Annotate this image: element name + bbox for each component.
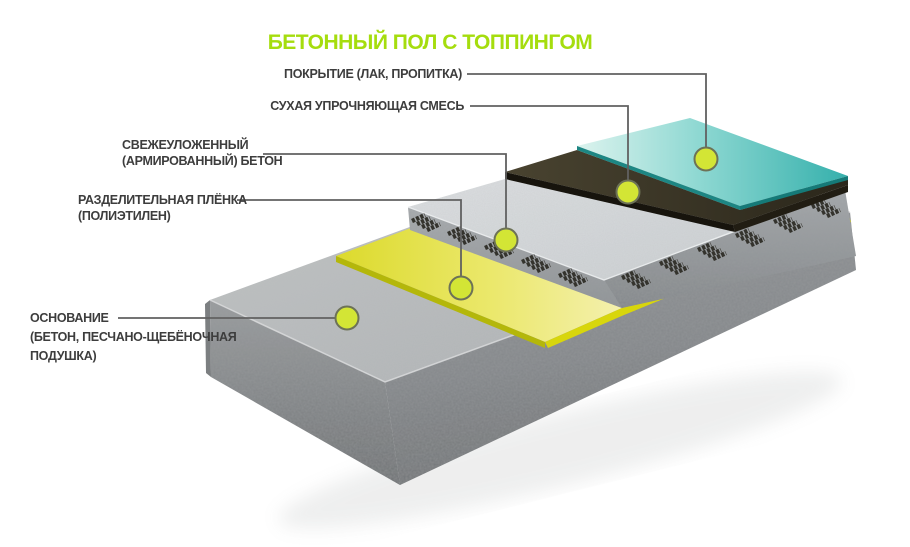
label-base-line3: ПОДУШКА) — [30, 349, 96, 363]
label-separating-film-line2: (ПОЛИЭТИЛЕН) — [78, 209, 171, 223]
coating-front-right-edge — [740, 176, 848, 210]
topping-top-face — [505, 150, 848, 225]
callout-line-dry-topping — [470, 105, 629, 180]
base-left-sliver-face — [205, 300, 211, 377]
label-fresh-concrete-line2: (АРМИРОВАННЫЙ) БЕТОН — [122, 153, 283, 168]
page-title: БЕТОННЫЙ ПОЛ С ТОППИНГОМ — [268, 30, 593, 54]
slab-front-right-face — [604, 190, 856, 308]
label-dry-topping: СУХАЯ УПРОЧНЯЮЩАЯ СМЕСЬ — [270, 99, 464, 113]
coating-front-left-edge — [577, 146, 740, 210]
callout-line-separating-film — [237, 199, 462, 276]
marker-separating-film — [448, 275, 474, 301]
label-coating: ПОКРЫТИЕ (ЛАК, ПРОПИТКА) — [284, 67, 462, 81]
ground-shadow — [278, 371, 842, 529]
topping-front-right-edge — [733, 185, 848, 232]
label-fresh-concrete-line1: СВЕЖЕУЛОЖЕННЫЙ — [122, 137, 249, 152]
base-front-left-face — [210, 300, 400, 485]
label-separating-film-line1: РАЗДЕЛИТЕЛЬНАЯ ПЛЁНКА — [78, 192, 247, 207]
film-front-edge — [336, 256, 545, 348]
label-base-line2: (БЕТОН, ПЕСЧАНО-ЩЕБЁНОЧНАЯ — [30, 329, 237, 344]
marker-coating — [693, 146, 719, 172]
marker-dry-topping — [615, 179, 641, 205]
film-top — [336, 228, 622, 342]
label-base-line1: ОСНОВАНИЕ — [30, 311, 109, 325]
marker-base — [334, 305, 360, 331]
callout-line-fresh-concrete — [263, 153, 507, 228]
topping-front-left-edge — [505, 172, 735, 232]
callout-line-coating — [467, 73, 707, 147]
slab-top-face — [408, 179, 735, 280]
marker-fresh-concrete — [493, 227, 519, 253]
